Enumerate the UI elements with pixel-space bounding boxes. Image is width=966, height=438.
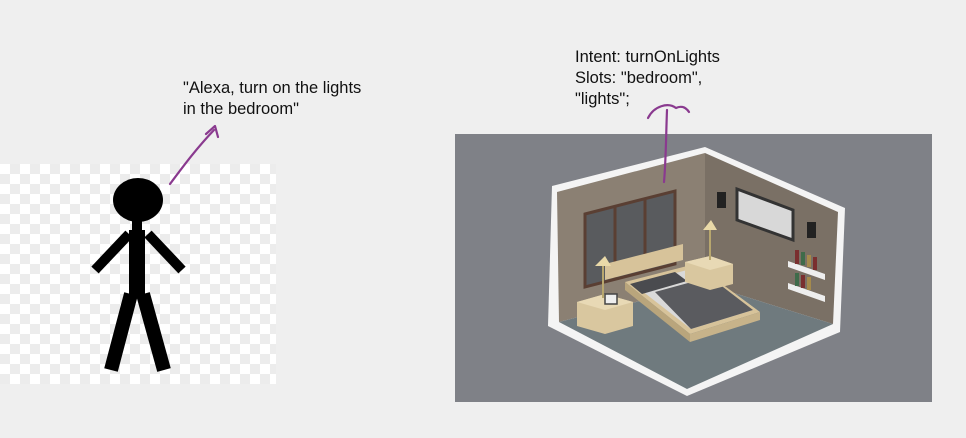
room-photo-frame	[604, 293, 618, 305]
intent-name-line: Intent: turnOnLights	[575, 48, 720, 66]
spoken-utterance-line-1: "Alexa, turn on the lights	[183, 79, 362, 97]
spoken-utterance: "Alexa, turn on the lights in the bedroo…	[183, 78, 403, 120]
isometric-bedroom-illustration	[548, 147, 845, 396]
stick-figure-arm-left	[91, 230, 133, 274]
stick-figure-arm-right	[144, 230, 186, 274]
room-wall-lamp-right	[807, 222, 816, 238]
stick-figure-leg-right	[136, 292, 171, 372]
room-table-lamp-right	[703, 220, 717, 230]
room-wall-tv	[735, 186, 795, 243]
stick-figure-person	[91, 178, 186, 372]
spoken-utterance-line-2: in the bedroom"	[183, 100, 299, 118]
intent-slots-line: Slots: "bedroom",	[575, 69, 703, 87]
room-wall-lamp-left	[717, 192, 726, 208]
room-table-lamp-left	[595, 256, 611, 266]
intent-slots-continued-line: "lights";	[575, 90, 630, 108]
room-bed-pillows	[630, 272, 687, 294]
bedroom-image-panel	[455, 134, 932, 402]
room-shelf-lower	[788, 283, 825, 302]
room-bed-headboard	[605, 244, 683, 280]
room-bed-blanket	[655, 277, 753, 329]
stick-figure-leg-left	[104, 292, 138, 372]
intent-annotation: Intent: turnOnLights Slots: "bedroom", "…	[575, 47, 775, 110]
speech-arrow-head	[204, 124, 220, 139]
stick-figure-head	[113, 178, 163, 222]
room-shelf-upper	[788, 261, 825, 280]
